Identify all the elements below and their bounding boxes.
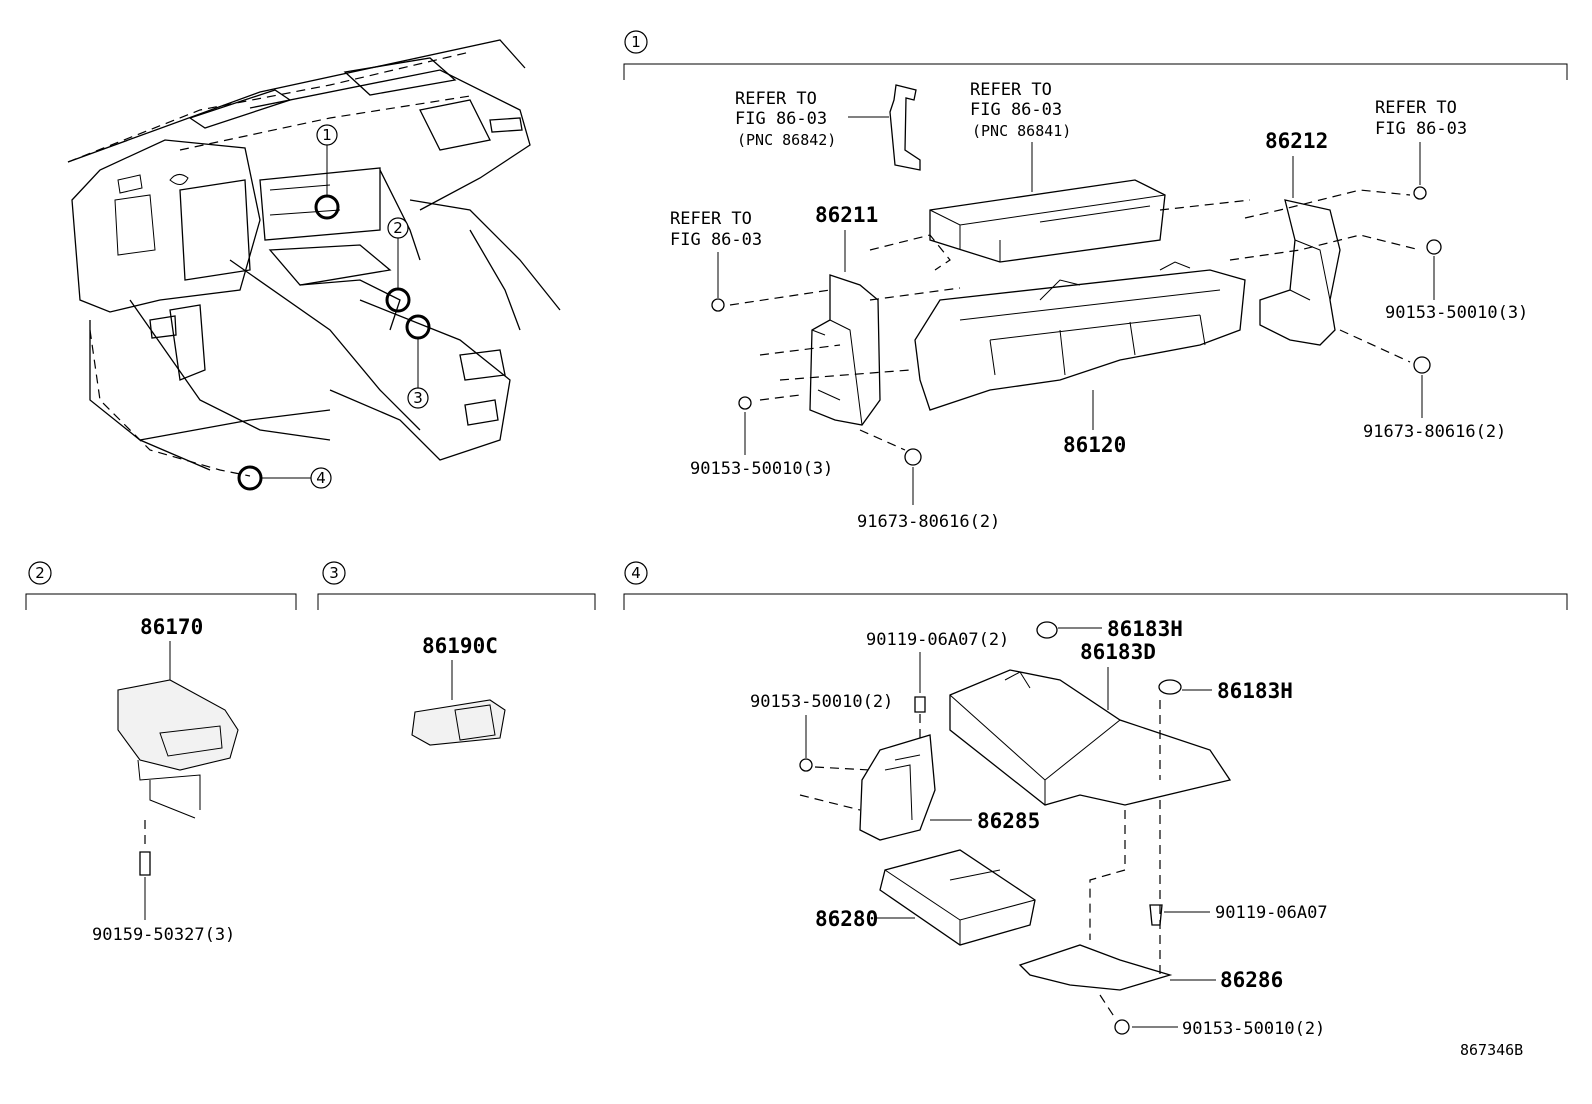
section-3-marker: 3 [329,564,339,582]
screw-86170 [139,851,151,876]
refer-left-line1: REFER TO [670,209,752,229]
clip-right-label: 90119-06A07 [1215,903,1328,923]
bracket-86212 [1259,199,1341,346]
screw-top [799,758,813,772]
section-1-marker: 1 [631,33,641,51]
refer-left-line2: FIG 86-03 [670,230,762,250]
part-86183h-top-label: 86183H [1107,617,1183,641]
refer-b-line2: FIG 86-03 [970,100,1062,120]
bolt-right [1413,356,1431,374]
section-2-marker: 2 [35,564,45,582]
part-86183h-right-label: 86183H [1217,679,1293,703]
refer-b-line1: REFER TO [970,80,1052,100]
part-86212-label: 86212 [1265,129,1328,153]
screw-bottom [1114,1019,1130,1035]
figure-code: 867346B [1460,1041,1523,1059]
overview-marker-3: 3 [413,389,423,407]
section-1: 1 REFER TO FIG 86-03 (PNC 86842) REFER T… [623,30,1568,532]
part-86285-label: 86285 [977,809,1040,833]
bracket-86211 [809,274,881,426]
bracket-86285 [859,734,936,841]
part-86120-label: 86120 [1063,433,1126,457]
screw-right [1426,239,1442,255]
screw-top-right [1413,186,1427,200]
cover-86183d [949,669,1232,806]
screw-left-label: 90153-50010(3) [690,459,833,479]
part-86183d-label: 86183D [1080,640,1156,664]
clip-86183h-right [1158,679,1182,695]
part-86170-label: 86170 [140,615,203,639]
module-86280 [879,849,1036,946]
refer-right-line1: REFER TO [1375,98,1457,118]
wire-connector-86842 [889,84,921,171]
overview-marker-1: 1 [322,126,332,144]
part-86190c-label: 86190C [422,634,498,658]
screw-top-left [711,298,725,312]
section-4: 4 86183H 86183D 86183H 90119-06A07(2) 90… [623,561,1568,1039]
screw-top-label: 90153-50010(2) [750,692,893,712]
bolt-right-label: 91673-80616(2) [1363,422,1506,442]
screw-86170-label: 90159-50327(3) [92,925,235,945]
overview-marker-4: 4 [316,469,326,487]
bracket-86286 [1018,944,1173,991]
bolt-left-label: 91673-80616(2) [857,512,1000,532]
part-86286-label: 86286 [1220,968,1283,992]
screw-bottom-label: 90153-50010(2) [1182,1019,1325,1039]
section-3: 3 86190C [317,561,596,746]
screw-right-label: 90153-50010(3) [1385,303,1528,323]
switch-86190c [411,699,506,746]
refer-a-line3: (PNC 86842) [737,131,836,149]
refer-b-line3: (PNC 86841) [972,122,1071,140]
clip-86183h-top [1036,621,1058,639]
tray-86120 [914,269,1246,411]
section-2: 2 86170 90159-50327(3) [25,561,297,945]
dashboard-overview: 1 2 3 4 [67,39,561,491]
part-86211-label: 86211 [815,203,878,227]
refer-a-line1: REFER TO [735,89,817,109]
bolt-left [904,448,922,466]
section-4-marker: 4 [631,564,641,582]
screw-left [738,396,752,410]
part-86280-label: 86280 [815,907,878,931]
clip-top-label: 90119-06A07(2) [866,630,1009,650]
switch-86170 [117,679,239,771]
refer-right-line2: FIG 86-03 [1375,119,1467,139]
clip-top [914,696,926,713]
refer-a-line2: FIG 86-03 [735,109,827,129]
overview-marker-2: 2 [393,219,403,237]
